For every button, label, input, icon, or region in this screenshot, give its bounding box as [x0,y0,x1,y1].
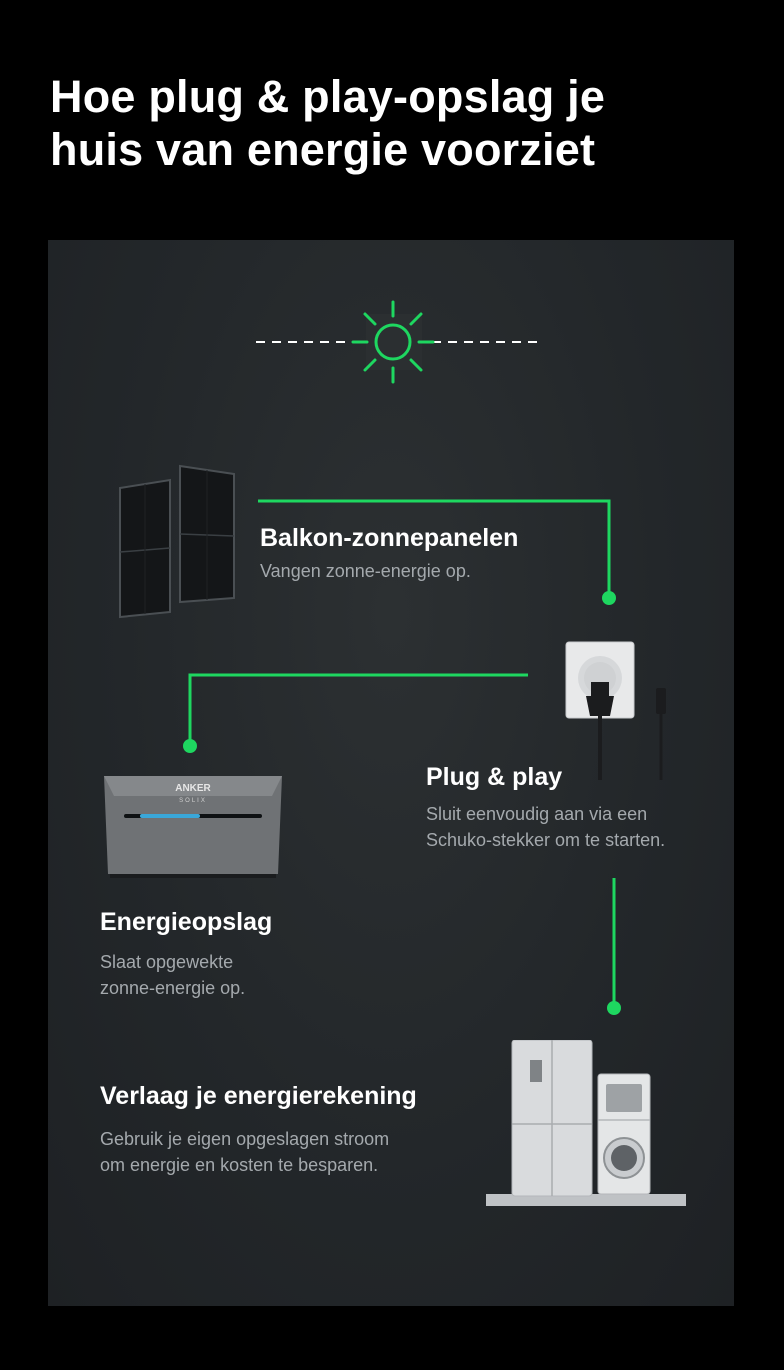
battery-brand-anker: ANKER [175,783,211,794]
step-desc-savings: Gebruik je eigen opgeslagen stroom om en… [100,1129,390,1175]
connector-dot-storage [183,739,197,753]
page-title: Hoe plug & play-opslag je huis van energ… [50,70,750,176]
step-desc-plug: Sluit eenvoudig aan via een Schuko-stekk… [426,804,666,850]
sun-icon [256,300,540,384]
step-desc-solar: Vangen zonne-energie op. [260,561,471,581]
connector-plug-to-storage [188,673,528,746]
page-title-line-1: Hoe plug & play-opslag je [50,71,606,122]
step-title-storage: Energieopslag [100,908,273,936]
page-title-line-2: huis van energie voorziet [50,124,596,175]
step-title-savings: Verlaag je energierekening [100,1082,417,1110]
schuko-plug-icon [565,641,666,780]
step-title-solar: Balkon-zonnepanelen [260,524,519,552]
step-desc-storage: Slaat opgewekte zonne-energie op. [100,952,246,998]
home-appliances-icon [486,1040,686,1206]
connector-dot-plug [602,591,616,605]
connector-panels-to-plug [258,499,611,598]
step-title-plug: Plug & play [426,763,563,791]
flow-diagram-card: Balkon-zonnepanelen Vangen zonne-energie… [48,240,734,1306]
flow-connectors [183,499,621,1015]
battery-brand-solix: SOLIX [179,798,207,804]
battery-storage-icon: ANKER SOLIX [104,776,282,878]
solar-panels-icon [119,464,235,619]
connector-dot-appliances [607,1001,621,1015]
